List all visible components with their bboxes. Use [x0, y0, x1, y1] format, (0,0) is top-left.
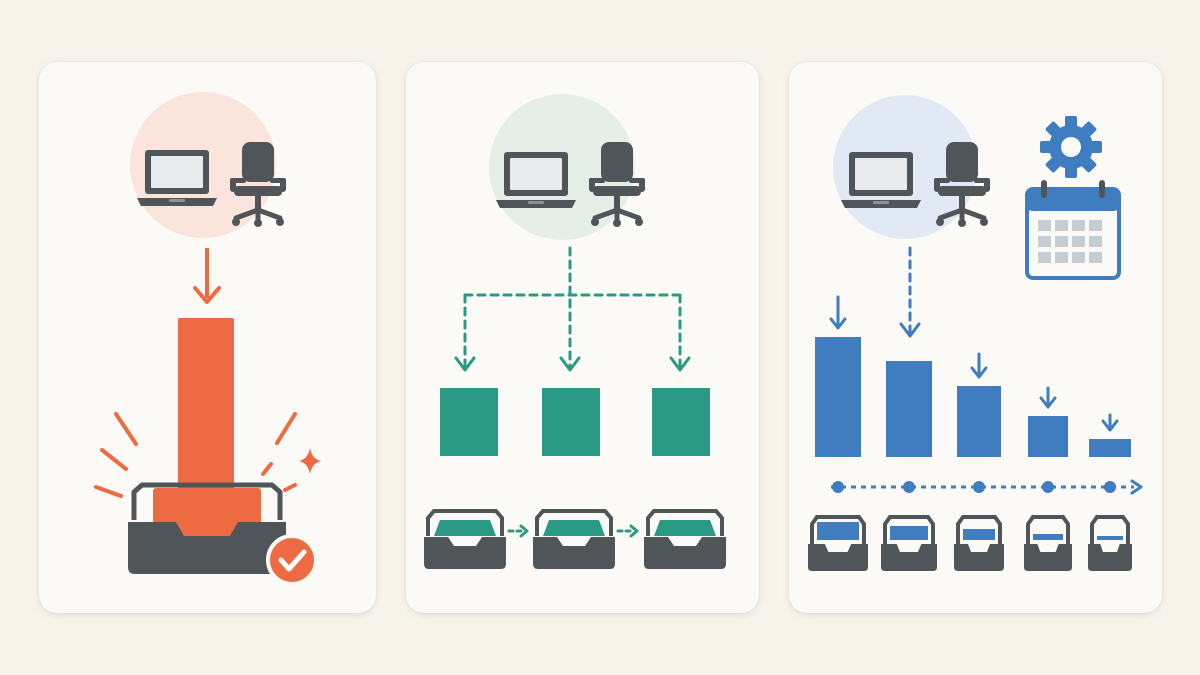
panel-single-load	[39, 62, 376, 613]
panel-scheduled-load	[789, 62, 1162, 613]
check-badge-icon	[266, 534, 318, 586]
timeline-dot	[903, 481, 915, 493]
inbox-tray-icon	[533, 509, 615, 569]
timeline-dot	[832, 481, 844, 493]
split-block-2	[542, 388, 600, 456]
inbox-tray-icon	[954, 515, 1004, 571]
split-block-1	[440, 388, 498, 456]
scheduled-trays	[808, 515, 1132, 571]
transfer-arrow-icon	[507, 524, 639, 538]
inbox-tray-icon	[808, 515, 868, 571]
down-arrow-icon	[1101, 413, 1119, 432]
panel-split-load	[406, 62, 759, 613]
scheduled-block-2	[886, 361, 932, 457]
branching-dashed-arrows-icon	[454, 246, 691, 372]
scheduled-block-4	[1028, 416, 1068, 457]
scheduled-block-arrows	[829, 295, 1119, 432]
down-arrow-icon	[193, 248, 221, 304]
inbox-tray-icon	[644, 509, 726, 569]
scheduled-block-5	[1089, 439, 1131, 457]
inbox-tray-icon	[1024, 515, 1072, 571]
burst-lines-icon	[94, 412, 297, 498]
sparkle-icon	[299, 448, 321, 474]
gear-icon	[1040, 116, 1102, 178]
split-block-3	[652, 388, 710, 456]
down-arrow-icon	[1039, 386, 1057, 409]
split-load-diagram	[424, 94, 726, 569]
inbox-tray-icon	[881, 515, 937, 571]
scheduled-block-1	[815, 337, 861, 457]
timeline-dot	[1104, 481, 1116, 493]
scheduled-block-3	[957, 386, 1001, 457]
single-load-diagram	[94, 92, 321, 586]
overflow-block	[153, 488, 261, 540]
calendar-icon	[1025, 180, 1121, 280]
down-arrow-icon	[829, 295, 847, 330]
scheduled-blocks	[815, 337, 1131, 457]
timeline-dot	[1042, 481, 1054, 493]
inbox-tray-icon	[128, 482, 286, 574]
timeline-icon	[831, 479, 1143, 495]
timeline-dot	[973, 481, 985, 493]
inbox-tray-icon	[1088, 515, 1132, 571]
inbox-tray-icon	[424, 509, 506, 569]
dashed-down-arrow-icon	[899, 246, 921, 338]
single-block	[178, 318, 234, 498]
scheduled-load-diagram	[808, 95, 1143, 571]
down-arrow-icon	[970, 352, 988, 379]
